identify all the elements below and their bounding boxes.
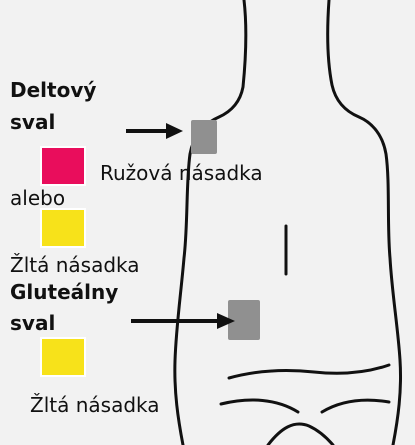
deltoid-arrow-head [166, 123, 183, 139]
left-hip-line [221, 400, 298, 412]
pink-needle-text: Ružová násadka [100, 163, 263, 185]
head-neck-left-outline [175, 0, 246, 445]
yellow-needle-text-top: Žltá násadka [10, 255, 140, 277]
deltoid-title-line1: Deltový [10, 80, 96, 102]
gluteal-injection-zone [228, 300, 260, 340]
gluteal-title-line2: sval [10, 313, 55, 335]
pink-swatch [40, 146, 86, 186]
deltoid-title-line2: sval [10, 112, 55, 134]
yellow-swatch-top [40, 208, 86, 248]
leg-gap-line [268, 424, 333, 445]
yellow-needle-text-bottom: Žltá násadka [30, 395, 160, 417]
deltoid-injection-zone [191, 120, 217, 154]
right-hip-line [322, 400, 389, 412]
or-text: alebo [10, 188, 65, 210]
lower-back-line [229, 365, 389, 378]
gluteal-title-line1: Gluteálny [10, 282, 118, 304]
head-neck-right-outline [328, 0, 401, 445]
yellow-swatch-bottom [40, 337, 86, 377]
